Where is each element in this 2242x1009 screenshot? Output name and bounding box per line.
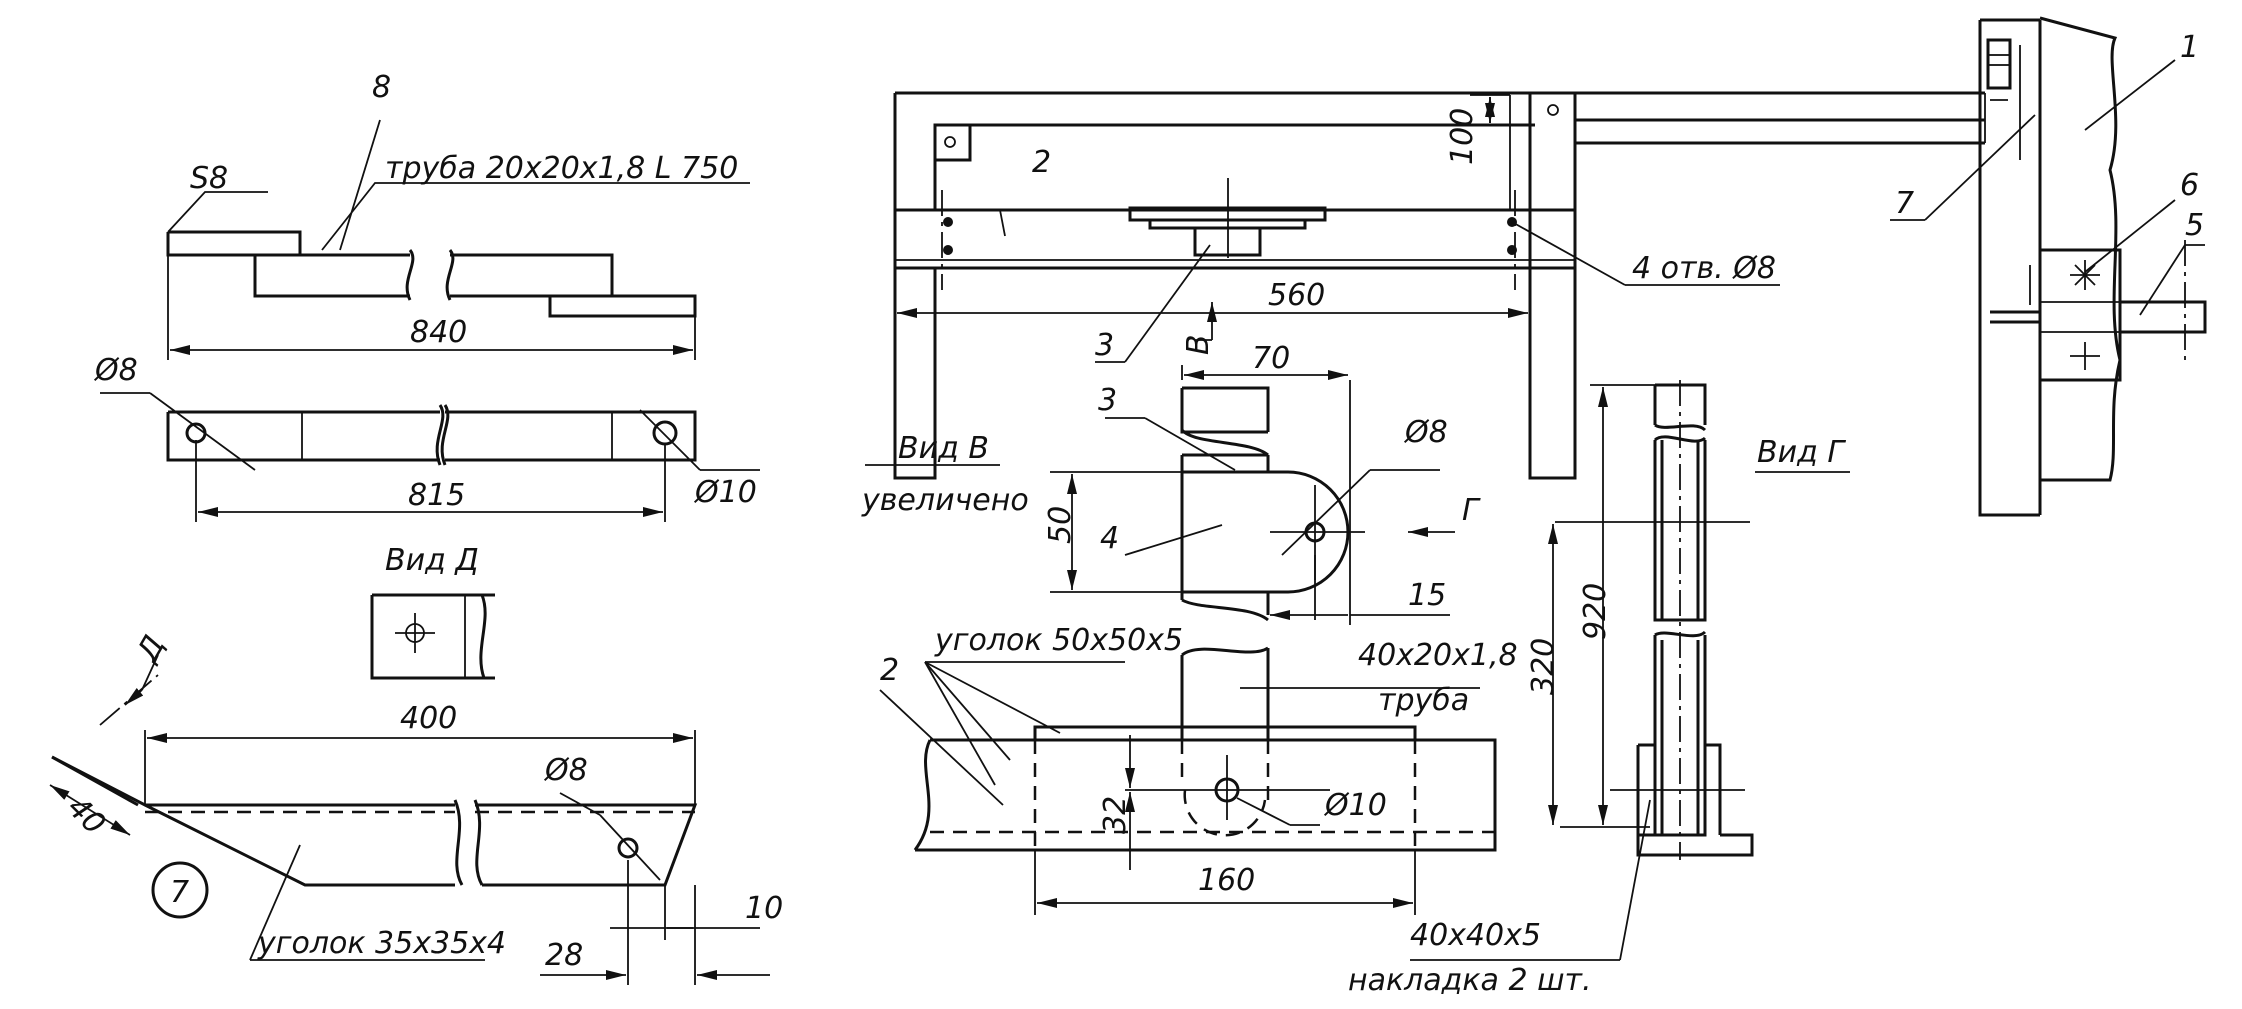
frame-holes-label: 4 отв. Ø8: [1632, 251, 1776, 286]
view-g-detail: [1410, 380, 1850, 961]
section-part2-number: 2: [880, 653, 899, 688]
view-b-part4-number: 4: [1100, 521, 1119, 556]
view-b-dim-50: 50: [1043, 506, 1078, 544]
view-g-dim-920: 920: [1578, 583, 1613, 640]
main-frame: [893, 91, 1986, 480]
section-tube-size: 40x20x1,8: [1358, 638, 1518, 673]
view-b-subtitle: увеличено: [861, 483, 1029, 518]
part7-dim-10: 10: [745, 891, 783, 926]
part8-number: 8: [372, 70, 391, 105]
part7-number: 7: [170, 875, 189, 910]
view-g-dim-320: 320: [1526, 638, 1561, 695]
part7-dim-28: 28: [545, 938, 583, 973]
part8-d8-label: Ø8: [93, 353, 138, 388]
part-8-top-view: [100, 392, 760, 522]
frame-dim-100: 100: [1445, 108, 1480, 165]
part8-s8-label: S8: [190, 161, 228, 196]
section-dim-32: 32: [1098, 796, 1133, 834]
view-d-title: Вид Д: [385, 543, 479, 578]
section-dim-160: 160: [1198, 863, 1255, 898]
view-b-arrow-g: Г: [1462, 493, 1481, 528]
part8-holes-span-dim: 815: [408, 478, 465, 513]
part8-d10-label: Ø10: [693, 475, 757, 510]
section-detail: [879, 646, 1497, 915]
view-g-plate-label: накладка 2 шт.: [1348, 963, 1592, 998]
view-b-dim-70: 70: [1252, 341, 1290, 376]
view-g-title: Вид Г: [1757, 435, 1846, 470]
side-part5-number: 5: [2185, 208, 2204, 243]
section-d10-label: Ø10: [1323, 788, 1387, 823]
side-part7-number: 7: [1895, 186, 1914, 221]
view-b-title: Вид В: [898, 431, 989, 466]
view-b-detail: [865, 365, 1455, 625]
frame-part3-number: 3: [1095, 328, 1114, 363]
section-tube-label: труба: [1378, 683, 1469, 718]
frame-view-b-arrow: В: [1181, 334, 1216, 355]
side-part1-number: 1: [2180, 30, 2199, 65]
frame-dim-560: 560: [1268, 278, 1325, 313]
part7-d8-label: Ø8: [543, 753, 588, 788]
side-assembly: [1890, 16, 2207, 517]
part8-length-dim: 840: [410, 315, 467, 350]
view-b-part3-number: 3: [1098, 383, 1117, 418]
part7-profile-label: уголок 35x35x4: [257, 926, 506, 961]
side-part6-number: 6: [2180, 168, 2199, 203]
view-b-dim-15: 15: [1408, 578, 1446, 613]
view-g-plate-size: 40x40x5: [1410, 918, 1541, 953]
frame-part2-number: 2: [1032, 145, 1051, 180]
view-d-arrow-label: Д: [129, 630, 172, 670]
section-angle-label: уголок 50x50x5: [934, 623, 1183, 658]
view-d-plate: [370, 593, 495, 680]
part7-length-dim: 400: [400, 701, 457, 736]
part-8-side-view: [166, 119, 750, 360]
part-7-angle: [49, 654, 770, 985]
view-b-d8-label: Ø8: [1403, 415, 1448, 450]
part7-angle-dim: 40: [60, 790, 112, 842]
part8-pipe-label: труба 20x20x1,8 L 750: [385, 151, 738, 186]
